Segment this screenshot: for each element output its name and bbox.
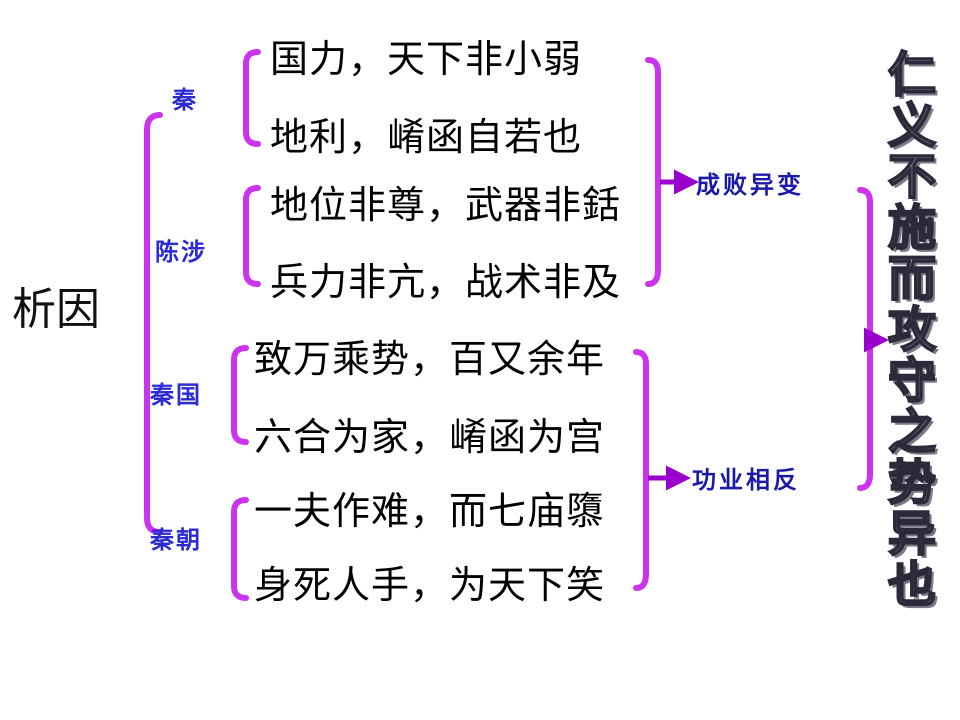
group-label-qin: 秦 <box>172 86 198 114</box>
brace-chenshe <box>243 185 261 287</box>
brace-qin <box>243 49 261 147</box>
group-label-qinguo: 秦国 <box>150 381 202 409</box>
conclusion-char: 异 <box>887 506 937 562</box>
conclusion-char: 势 <box>887 455 937 511</box>
conclusion-vertical: 仁义不施而攻守之势异也 <box>880 47 944 613</box>
brace-qinchao <box>231 497 249 601</box>
result-lower: 功业相反 <box>692 466 800 494</box>
brace-qinguo <box>231 345 249 445</box>
conclusion-char: 攻 <box>887 302 937 358</box>
conclusion-char: 之 <box>887 404 937 460</box>
conclusion-char: 施 <box>887 200 937 256</box>
conclusion-char: 不 <box>887 149 937 205</box>
group-label-qinchao: 秦朝 <box>150 526 202 554</box>
text-line: 国力，天下非小弱 <box>270 37 583 81</box>
conclusion-char: 义 <box>887 98 937 154</box>
main-brace <box>144 112 163 535</box>
brace-conclusion <box>857 187 873 491</box>
group-label-chenshe: 陈涉 <box>155 238 207 266</box>
text-line: 身死人手，为天下笑 <box>254 563 606 607</box>
brace-right-upper <box>645 57 661 287</box>
result-upper: 成败异变 <box>696 171 804 199</box>
text-line: 兵力非亢，战术非及 <box>270 260 622 304</box>
conclusion-char: 守 <box>887 353 937 409</box>
conclusion-char: 而 <box>887 251 937 307</box>
page-title: 析因 <box>12 284 100 335</box>
text-line: 六合为家，崤函为宫 <box>254 415 606 459</box>
text-line: 一夫作难，而七庙隳 <box>254 489 606 533</box>
text-line: 致万乘势，百又余年 <box>254 337 606 381</box>
text-line: 地利，崤函自若也 <box>270 115 583 159</box>
conclusion-char: 仁 <box>887 47 937 103</box>
conclusion-char: 也 <box>887 557 937 613</box>
brace-right-lower <box>633 349 649 591</box>
text-line: 地位非尊，武器非銛 <box>270 183 622 227</box>
